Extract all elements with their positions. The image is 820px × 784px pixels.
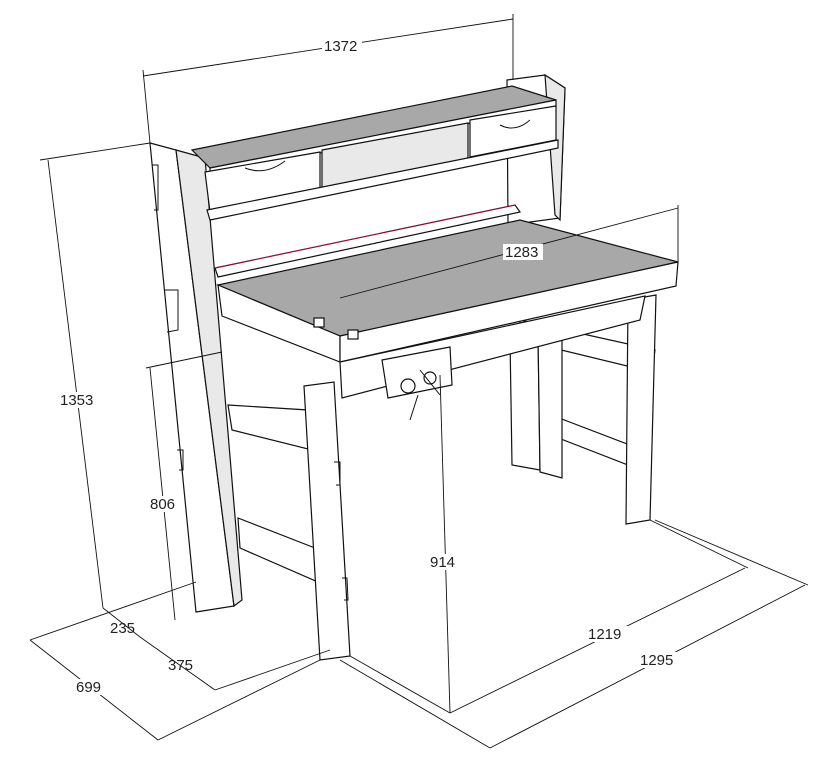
dim-overall-length: 1295 — [640, 652, 673, 669]
dim-overall-depth: 699 — [76, 679, 101, 696]
dim-upright-depth: 235 — [110, 620, 135, 637]
dim-overall-width: 1372 — [324, 38, 357, 55]
hutch-shelf — [190, 85, 559, 278]
back-legs — [509, 329, 563, 479]
dim-bench-height: 914 — [430, 554, 455, 571]
front-left-leg — [303, 381, 351, 661]
dim-overall-height: 1353 — [60, 392, 93, 409]
dim-upright-height: 806 — [150, 496, 175, 513]
bench-vise — [381, 346, 453, 421]
dim-leg-span: 1219 — [588, 626, 621, 643]
front-right-leg — [625, 294, 657, 525]
left-upright — [149, 142, 243, 613]
dim-top-length: 1283 — [505, 244, 538, 261]
dim-gap-depth: 375 — [168, 657, 193, 674]
